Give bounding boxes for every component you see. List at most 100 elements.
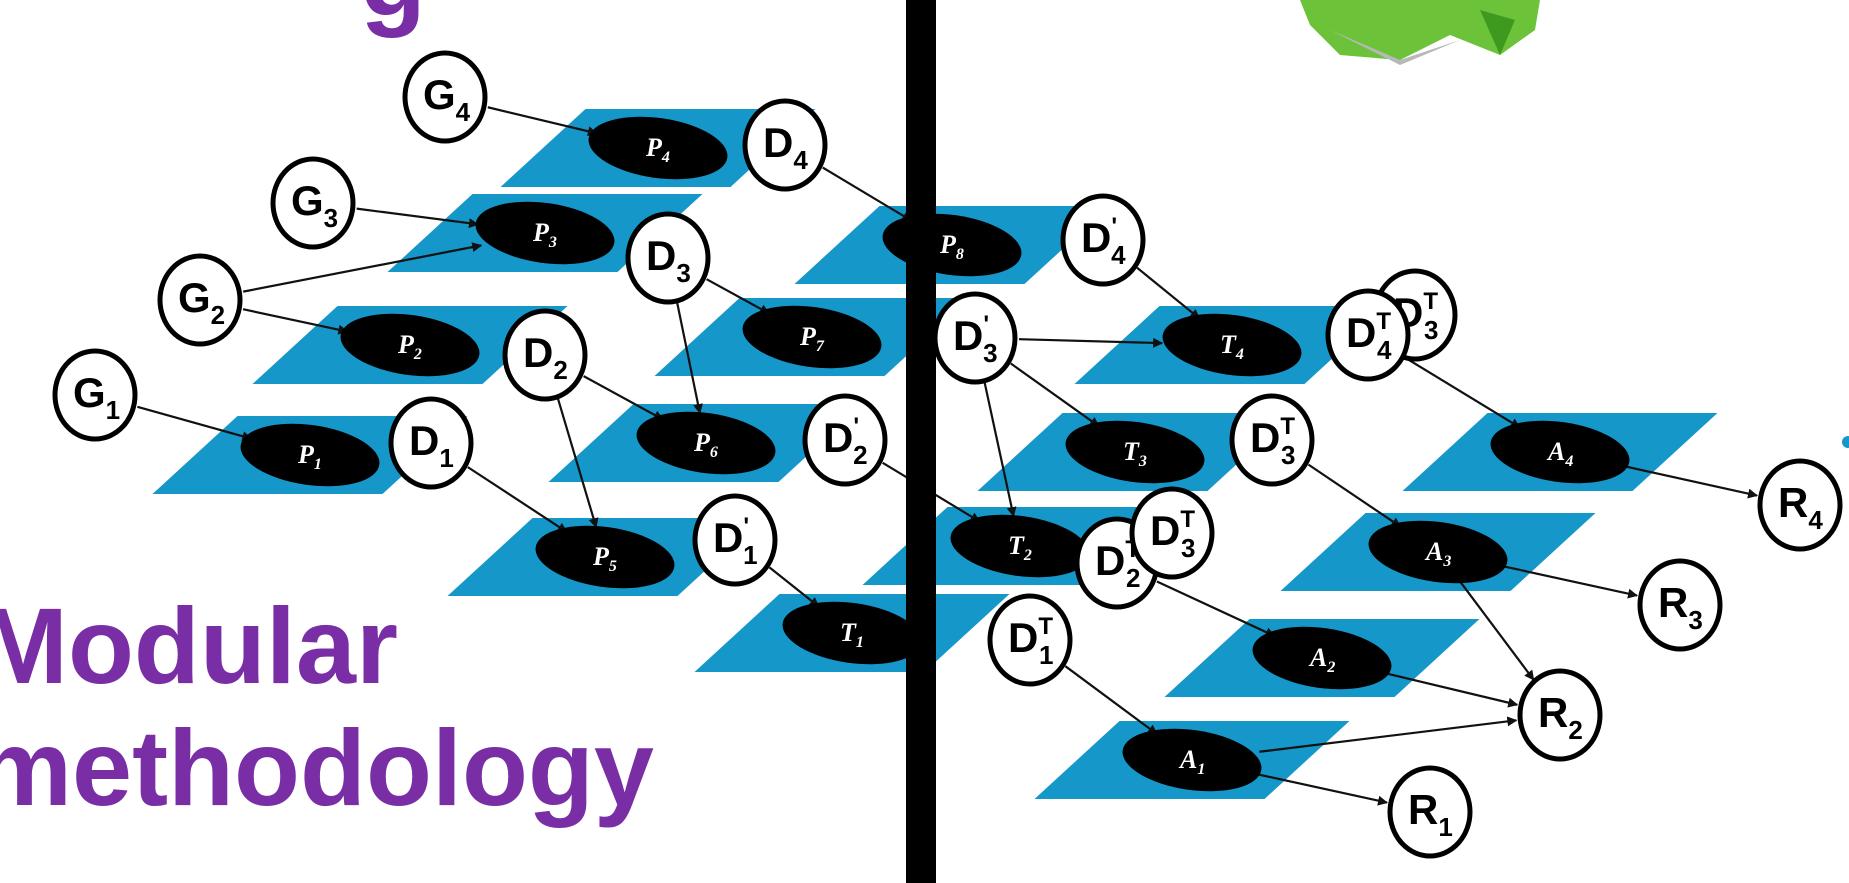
process-t3: T3 [1065,420,1205,484]
node-d2: D2 [502,308,588,402]
node-circle [1325,288,1411,382]
process-t1: T1 [782,601,922,665]
node-r4: R4 [1757,458,1843,552]
node-circle [52,348,138,442]
node-g4: G4 [402,50,488,144]
node-circle [270,156,356,250]
arrow-d4p-to-t4 [1136,266,1201,320]
process-label: P6 [693,428,718,461]
node-g1: G1 [52,348,138,442]
process-ellipse [782,601,922,665]
process-p5: P5 [535,525,675,589]
node-d1: D1 [388,396,474,490]
process-p1: P1 [240,423,380,487]
process-label: P3 [532,218,557,251]
node-g3: G3 [270,156,356,250]
process-p7: P7 [742,305,882,369]
arrow-d4-to-p8 [822,166,913,222]
process-a2: A2 [1252,626,1392,690]
process-ellipse [535,525,675,589]
node-d4: D4 [742,98,828,192]
process-p3: P3 [475,201,615,265]
process-ellipse [1065,420,1205,484]
process-ellipse [1368,520,1508,584]
process-p2: P2 [340,313,480,377]
node-d2p: D'2 [802,393,888,487]
node-r3: R3 [1637,558,1723,652]
node-label: G2 [178,274,225,330]
process-ellipse [950,514,1090,578]
process-t4: T4 [1162,313,1302,377]
arrow-g1-to-p1 [137,405,253,442]
arrow-a3-to-r3 [1500,564,1638,599]
node-circle [1517,668,1603,762]
process-ellipse [340,313,480,377]
node-label: G3 [291,177,338,233]
arrow-d2t-to-a2 [1156,580,1276,637]
blue-dot [1842,436,1849,448]
process-ellipse [1162,313,1302,377]
node-label: D2 [523,329,568,385]
node-circle [388,396,474,490]
node-d1p: D'1 [692,493,778,587]
process-ellipse [588,116,728,180]
node-circle [1387,765,1473,859]
process-ellipse [742,305,882,369]
node-r2: R2 [1517,668,1603,762]
arrow-a2-to-r2 [1382,671,1519,708]
arrow-a1-to-r2 [1259,716,1518,753]
arrow-d3t-to-a3 [1307,463,1402,528]
process-a1: A1 [1122,728,1262,792]
arrow-d3-to-p6 [675,300,703,415]
arrow-d1t-to-a1 [1064,665,1158,735]
node-circle [1229,393,1315,487]
node-g2: G2 [157,253,243,347]
node-label: D'1 [713,513,758,570]
arrow-d4t-to-a4 [1405,356,1521,429]
node-d3p: D'3 [932,291,1018,385]
process-ellipse [1252,626,1392,690]
node-circle [502,308,588,402]
heading-modular: Modular [0,585,398,706]
node-circle [987,593,1073,687]
arrow-d3p-to-t4 [1018,337,1164,348]
arrow-d1-to-p5 [467,466,568,533]
process-ellipse [240,423,380,487]
process-ellipse [475,201,615,265]
arrow-a3-to-r2 [1458,579,1535,681]
arrow-a1-to-r1 [1254,772,1388,806]
node-circle [742,98,828,192]
node-label: DT2 [1095,536,1140,593]
node-circle [802,393,888,487]
node-label: R1 [1408,786,1453,842]
green-3d-graphic [1300,0,1540,65]
process-a3: A3 [1368,520,1508,584]
node-label: R4 [1778,479,1823,535]
heading-fragment: g [360,0,426,34]
arrow-g2-to-p3 [242,242,483,293]
process-ellipse [1490,420,1630,484]
arrow-d3-to-p7 [706,278,770,315]
arrow-d1p-to-t1 [768,566,820,608]
arrow-g2-to-p2 [242,308,349,335]
node-circle [625,211,711,305]
arrow-d3p-to-t2 [983,380,1017,518]
node-circle [402,50,488,144]
node-circle [692,493,778,587]
node-label: D'3 [953,311,998,368]
node-circle [1757,458,1843,552]
node-circle [1637,558,1723,652]
process-ellipse [1122,728,1262,792]
node-circle [1129,486,1215,580]
arrow-d2-to-p6 [583,375,664,421]
